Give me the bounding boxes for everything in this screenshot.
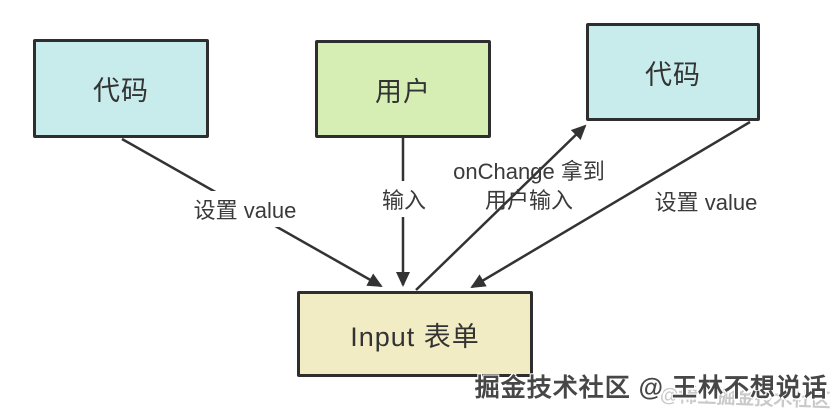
arrow-input-to-code-right (415, 124, 587, 291)
edge-label-set-value-left: 设置 value (187, 191, 303, 227)
watermark-main: 掘金技术社区 @ 王林不想说话 (474, 374, 828, 402)
node-code-right: 代码 (586, 23, 760, 121)
edge-label-set-value-right: 设置 value (654, 190, 758, 215)
node-code-left: 代码 (33, 39, 209, 138)
arrow-code-right-to-input (470, 120, 751, 289)
node-code-right-label: 代码 (645, 59, 701, 90)
node-input-form: Input 表单 (297, 291, 533, 377)
edge-label-input: 输入 (375, 181, 433, 217)
node-input-form-label: Input 表单 (350, 321, 480, 352)
edge-label-onchange-line2: 用户输入 (484, 188, 573, 213)
node-user-label: 用户 (375, 76, 431, 107)
node-user: 用户 (315, 40, 491, 138)
edge-label-onchange-line1: onChange 拿到 (453, 159, 605, 184)
node-code-left-label: 代码 (93, 76, 149, 106)
edge-label-onchange: onChange 拿到 用户输入 (453, 157, 605, 215)
